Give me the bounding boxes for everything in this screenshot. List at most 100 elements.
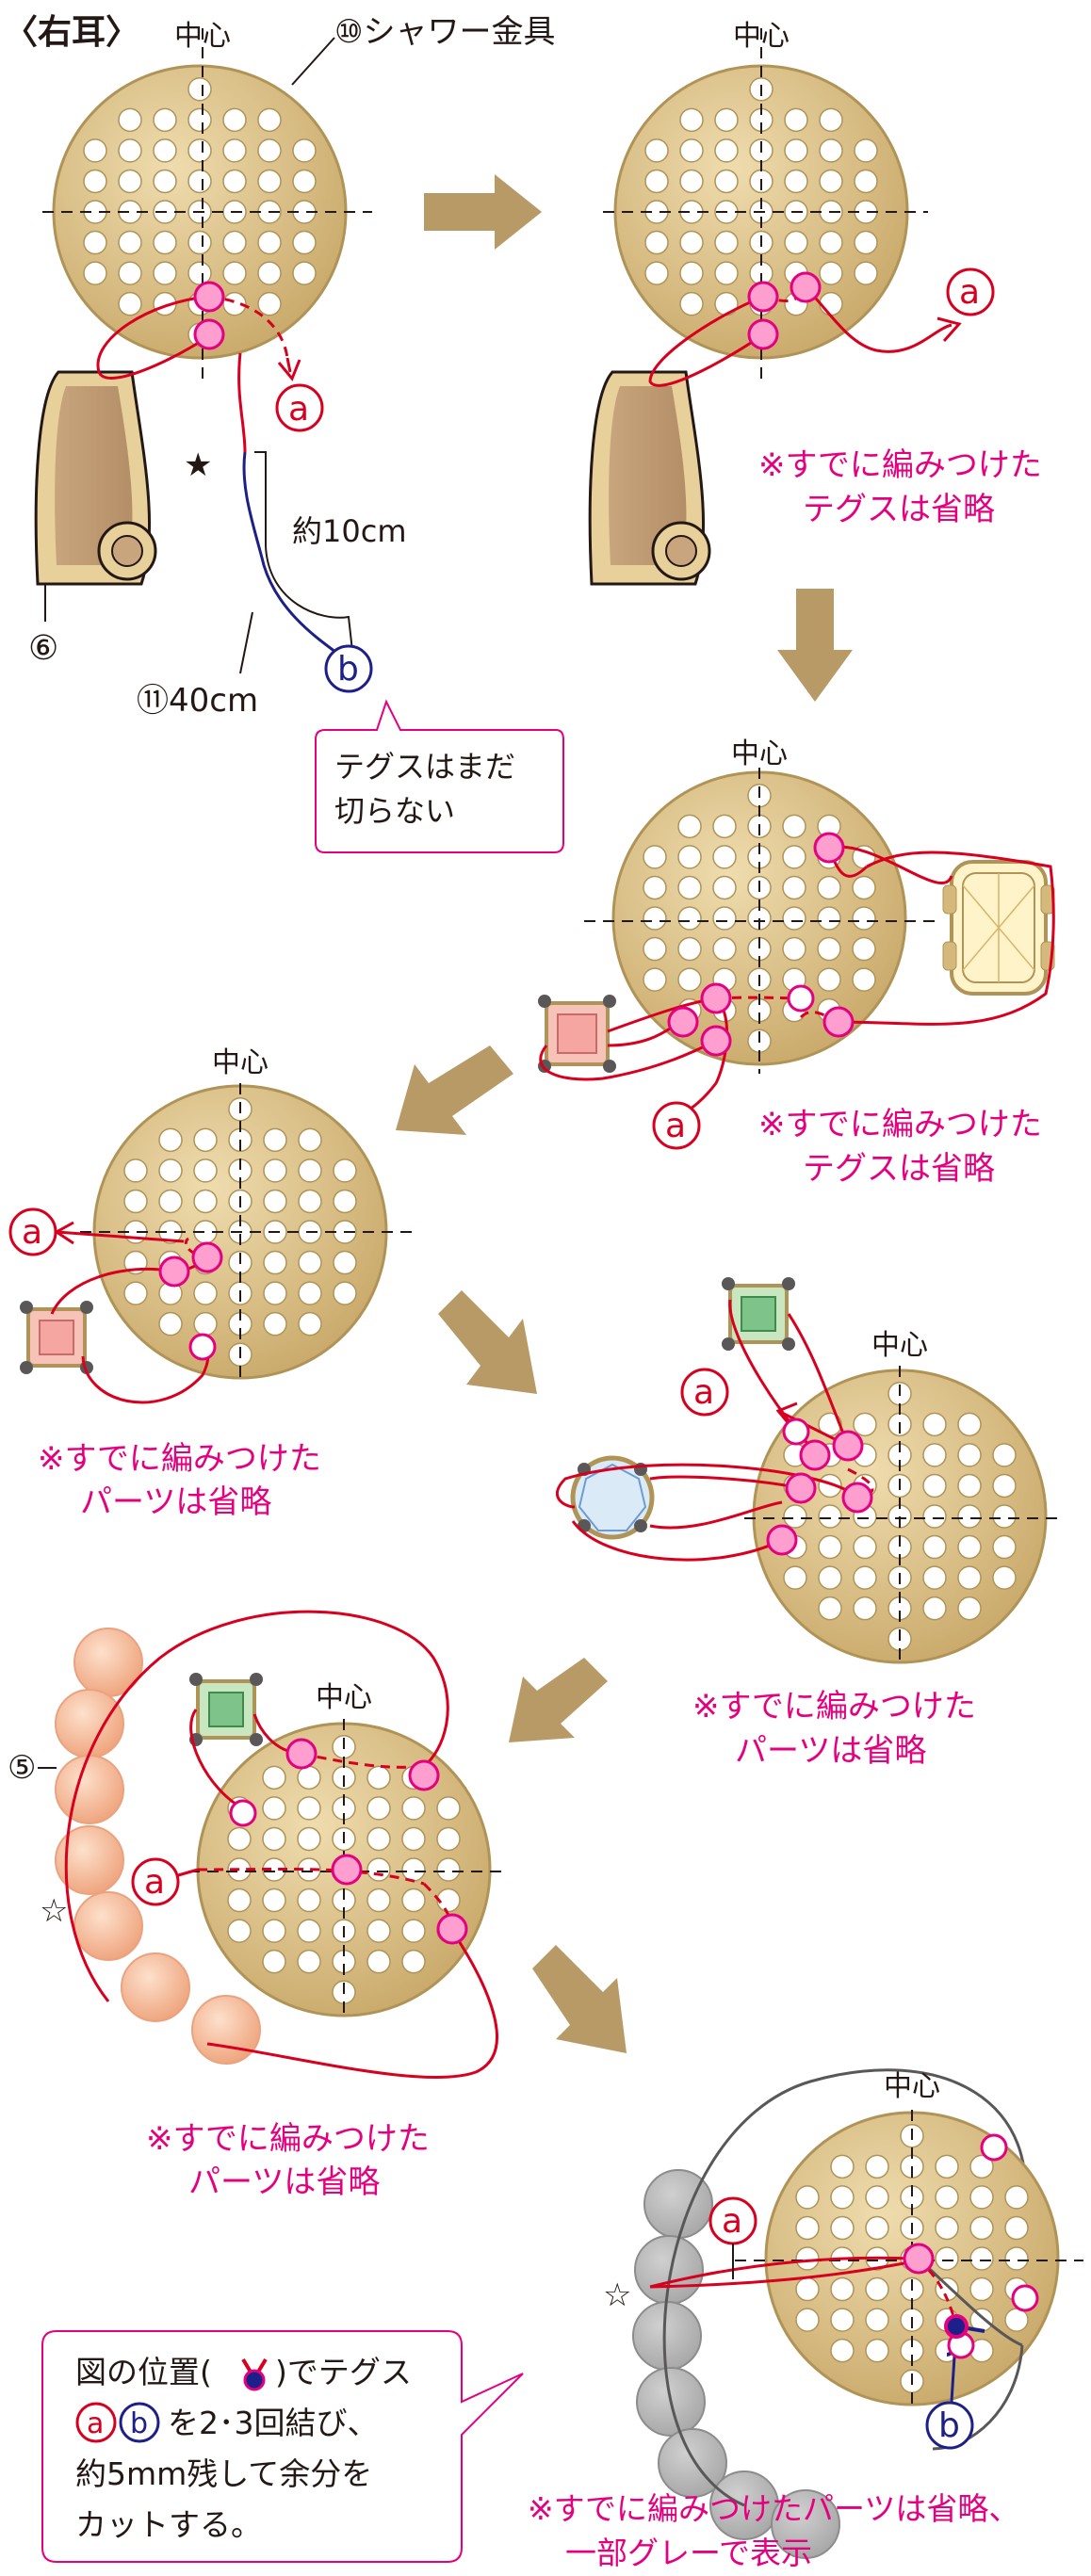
- disc-hole: [298, 1127, 322, 1153]
- disc-hole: [853, 1565, 877, 1590]
- disc-hole: [830, 2154, 855, 2179]
- disc-hole: [957, 1504, 982, 1529]
- disc-hole: [957, 1534, 982, 1560]
- disc-hole: [783, 1565, 807, 1590]
- disc-hole: [643, 875, 667, 900]
- final-label-a: a: [87, 2407, 104, 2440]
- page-title: 〈右耳〉: [4, 13, 139, 52]
- step-6: ⑤ ☆ 中心 a ※すでに編みつけた パーツは省略: [8, 1610, 509, 2201]
- disc-hole: [677, 814, 702, 839]
- label-a-6: a: [144, 1863, 165, 1902]
- disc-hole: [366, 1796, 391, 1821]
- step-5: 中心 a ※すで: [556, 1277, 1060, 1770]
- disc-hole: [712, 845, 737, 869]
- disc-hole: [366, 1887, 391, 1913]
- disc-hole: [257, 138, 282, 163]
- disc-hole: [714, 169, 739, 194]
- disc-hole: [957, 1565, 982, 1590]
- disc-hole: [118, 107, 142, 133]
- disc-hole: [118, 138, 142, 163]
- disc-hole: [817, 967, 841, 992]
- disc-hole: [817, 875, 841, 900]
- disc-hole: [969, 2246, 994, 2271]
- disc-hole: [830, 2276, 855, 2302]
- disc-hole: [263, 1158, 287, 1183]
- disc-hole: [153, 169, 177, 194]
- disc-hole: [222, 138, 247, 163]
- disc-hole: [118, 261, 142, 285]
- disc-hole: [222, 291, 247, 316]
- shower-part-label: ⑩シャワー金具: [334, 13, 555, 51]
- disc-hole: [123, 1281, 148, 1305]
- disc-hole: [819, 138, 843, 163]
- disc-hole: [679, 138, 704, 163]
- final-note-line2: を2･3回結び、: [168, 2405, 379, 2441]
- disc-hole: [992, 1504, 1017, 1529]
- disc-hole: [401, 1826, 426, 1852]
- disc-hole: [818, 1596, 842, 1621]
- disc-hole: [830, 2215, 855, 2241]
- disc-hole: [222, 107, 247, 133]
- center-label-4: 中心: [212, 1046, 269, 1079]
- disc-hole: [297, 1949, 321, 1974]
- disc-hole: [366, 1857, 391, 1882]
- disc-hole: [852, 967, 876, 992]
- ear-hook-part: [34, 370, 157, 586]
- disc-hole: [297, 1796, 321, 1821]
- note-dont-cut: テグスはまだ 切らない: [315, 699, 564, 853]
- label-a-5: a: [693, 1373, 714, 1412]
- disc-hole: [401, 1796, 426, 1821]
- disc-hole: [83, 138, 107, 163]
- disc-hole: [158, 1189, 183, 1214]
- disc-hole: [401, 1887, 426, 1913]
- note-dont-cut-line2: 切らない: [334, 793, 455, 829]
- disc-hole: [158, 1158, 183, 1183]
- disc-hole: [922, 1504, 947, 1529]
- disc-hole: [297, 1826, 321, 1852]
- flow-arrow-6: [532, 1945, 627, 2053]
- note-omit-parts-1b: パーツは省略: [80, 1483, 271, 1521]
- disc-hole: [257, 230, 282, 255]
- step-4: 中心 a ※すでに編みつけた パーツは省略: [8, 1046, 415, 1521]
- disc-hole: [712, 814, 737, 839]
- label-part5: ⑤: [8, 1749, 36, 1787]
- disc-hole: [935, 2215, 959, 2241]
- disc-hole: [922, 1443, 947, 1467]
- disc-hole: [969, 2276, 994, 2302]
- disc-hole: [795, 2246, 820, 2271]
- disc-hole: [153, 230, 177, 255]
- disc-hole: [436, 1826, 461, 1852]
- disc-hole: [297, 1765, 321, 1790]
- disc-hole: [795, 2276, 820, 2302]
- disc-hole: [298, 1250, 322, 1275]
- disc-hole: [853, 1534, 877, 1560]
- flow-arrow-2: [777, 589, 853, 702]
- disc-hole: [436, 1857, 461, 1882]
- disc-hole: [123, 1189, 148, 1214]
- disc-hole: [865, 2276, 889, 2302]
- disc-hole: [118, 230, 142, 255]
- disc-hole: [782, 906, 806, 931]
- disc-hole: [297, 1887, 321, 1913]
- label-a-7: a: [722, 2202, 742, 2241]
- final-note-line3: 約5mm残して余分を: [75, 2455, 372, 2492]
- disc-hole: [158, 1127, 183, 1153]
- disc-hole: [262, 1949, 286, 1974]
- disc-hole: [263, 1127, 287, 1153]
- center-label-3: 中心: [731, 737, 788, 770]
- disc-hole: [865, 2154, 889, 2179]
- disc-hole: [854, 230, 878, 255]
- disc-hole: [187, 169, 212, 194]
- label-a-4: a: [22, 1213, 42, 1252]
- flow-arrow-3: [396, 1045, 513, 1135]
- disc-hole: [819, 107, 843, 133]
- note-omit-tegusu-1a: ※すでに編みつけた: [758, 446, 1042, 484]
- disc-hole: [854, 169, 878, 194]
- disc-hole: [784, 169, 808, 194]
- disc-hole: [865, 2338, 889, 2363]
- star-filled: ★: [184, 446, 212, 484]
- disc-hole: [83, 230, 107, 255]
- disc-hole: [83, 169, 107, 194]
- disc-hole: [782, 875, 806, 900]
- rectangle-stone: [942, 860, 1055, 996]
